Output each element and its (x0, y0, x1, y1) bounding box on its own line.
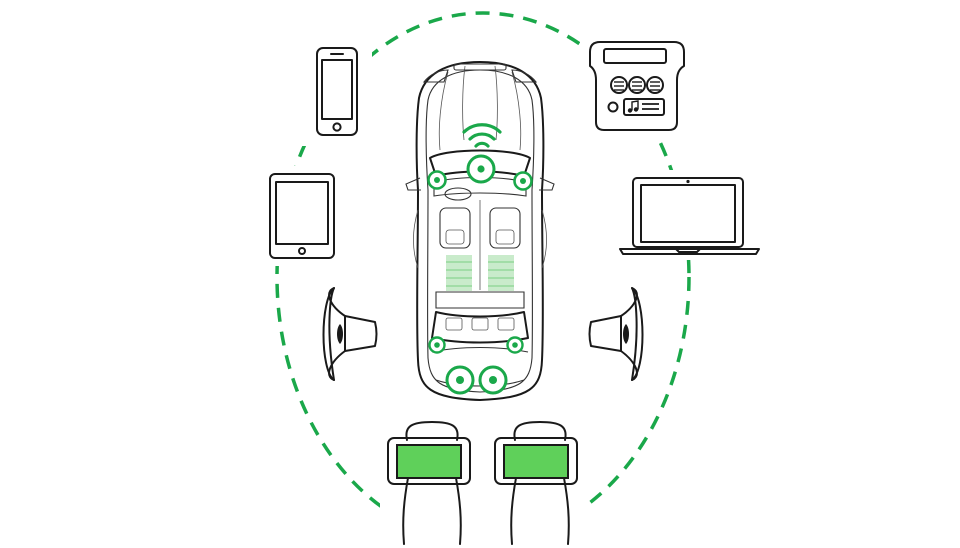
headrest-screen-icon-left (387, 421, 471, 545)
car-stereo-icon (589, 41, 685, 131)
loudspeaker-icon-left (322, 287, 378, 381)
subwoofer-left (445, 365, 475, 395)
loudspeaker-icon-right (588, 287, 644, 381)
smartphone-icon (316, 47, 358, 136)
tablet-icon (269, 173, 335, 259)
headrest-screen-icon-right (494, 421, 578, 545)
speaker-front-right (513, 171, 533, 191)
car-top-view-icon (405, 61, 555, 401)
speaker-rear-left (428, 336, 446, 354)
speaker-front-left (427, 170, 447, 190)
laptop-icon (619, 177, 760, 255)
car-speakers (427, 154, 533, 395)
wireless-signal-icon (462, 123, 502, 148)
speaker-rear-right (506, 336, 524, 354)
music-note-icon (627, 100, 639, 113)
speaker-center-front (466, 154, 496, 184)
subwoofer-right (478, 365, 508, 395)
